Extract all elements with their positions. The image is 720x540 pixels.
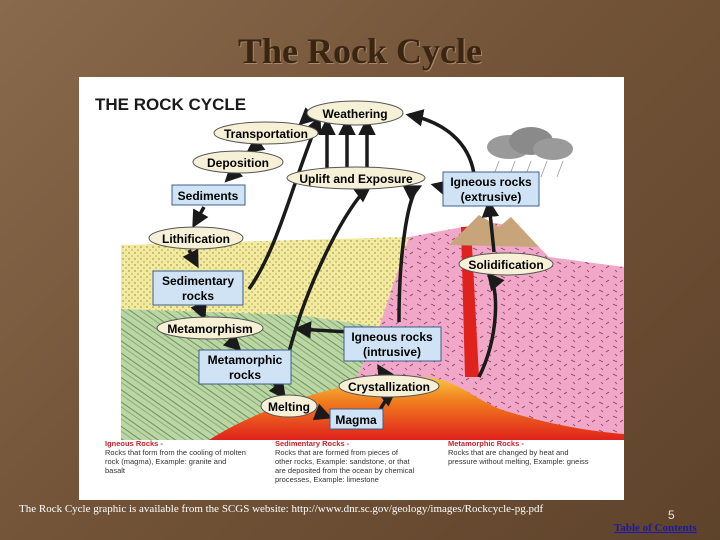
arrow-sedrocks-to-metamorphism (190, 300, 207, 321)
arrow-metrocks-to-melting (268, 380, 287, 400)
arrow-lithification-to-sedrocks (182, 248, 199, 269)
label-igneous-extrusive-2: (extrusive) (461, 190, 522, 204)
arrow-intrusive-to-metamorphism (293, 321, 350, 339)
label-igneous-intrusive-1: Igneous rocks (351, 330, 433, 344)
legend-metamorphic-l1: Rocks that are changed by heat and (448, 448, 569, 457)
label-sedimentary-2: rocks (182, 289, 214, 303)
label-crystallization: Crystallization (348, 380, 430, 394)
legend-sedimentary: Sedimentary Rocks - Rocks that are forme… (275, 439, 415, 484)
label-transportation: Transportation (224, 127, 308, 141)
table-of-contents-link[interactable]: Table of Contents (614, 522, 697, 534)
label-solidification: Solidification (468, 258, 543, 272)
label-metamorphic-1: Metamorphic (208, 353, 283, 367)
arrow-crystallization-to-intrusive (377, 364, 394, 384)
diagram-heading: THE ROCK CYCLE (95, 95, 246, 114)
legend-sedimentary-title: Sedimentary Rocks - (275, 439, 350, 448)
diagram-labels: Weathering Transportation Deposition Upl… (148, 100, 554, 430)
magma-region (209, 377, 624, 440)
legend-sedimentary-l2: other rocks, Example: sandstone, or that (275, 457, 411, 466)
label-weathering: Weathering (322, 107, 387, 121)
label-sedimentary-1: Sedimentary (162, 274, 234, 288)
legend-sedimentary-l4: processes, Example: limestone (275, 475, 379, 484)
label-igneous-extrusive-1: Igneous rocks (450, 175, 532, 189)
legend: Igneous Rocks - Rocks that form from the… (105, 439, 589, 484)
legend-metamorphic-title: Metamorphic Rocks - (448, 439, 524, 448)
legend-metamorphic: Metamorphic Rocks - Rocks that are chang… (448, 439, 589, 466)
arrow-sedrocks-to-weathering (247, 115, 322, 291)
legend-igneous-title: Igneous Rocks - (105, 439, 163, 448)
arrow-extrusive-to-uplift (430, 179, 450, 197)
label-magma: Magma (335, 413, 377, 427)
label-metamorphic-2: rocks (229, 368, 261, 382)
label-metamorphism: Metamorphism (167, 322, 252, 336)
arrow-sediments-to-lithification (192, 206, 209, 229)
legend-sedimentary-l1: Rocks that are formed from pieces of (275, 448, 399, 457)
legend-metamorphic-l2: pressure without melting, Example: gneis… (448, 457, 589, 466)
label-sediments: Sediments (178, 189, 239, 203)
arrow-metamorphism-to-metrocks (222, 332, 242, 352)
legend-igneous-l2: rock (magma), Example: granite and (105, 457, 226, 466)
mountain (449, 215, 539, 247)
page-number: 5 (668, 508, 675, 522)
rain-cloud-icon (487, 127, 573, 178)
arrow-magma-to-solidification (477, 272, 505, 378)
label-melting: Melting (268, 400, 310, 414)
image-source-caption: The Rock Cycle graphic is available from… (19, 503, 544, 515)
legend-igneous: Igneous Rocks - Rocks that form from the… (105, 439, 246, 475)
label-deposition: Deposition (207, 156, 269, 170)
rock-cycle-diagram: THE ROCK CYCLE Weathering Transportation… (79, 77, 624, 500)
arrow-extrusive-to-weathering (405, 109, 476, 175)
arrow-solidification-to-extrusive (481, 199, 500, 253)
legend-igneous-l1: Rocks that form from the cooling of molt… (105, 448, 246, 457)
label-igneous-intrusive-2: (intrusive) (363, 345, 421, 359)
arrow-metamorphic-to-uplift (287, 184, 372, 353)
arrow-intrusive-to-uplift (397, 185, 423, 323)
label-lithification: Lithification (162, 232, 230, 246)
label-uplift: Uplift and Exposure (299, 172, 413, 186)
arrow-melting-to-magma (312, 403, 333, 421)
slide-title: The Rock Cycle (238, 31, 482, 71)
legend-igneous-l3: basalt (105, 466, 126, 475)
legend-sedimentary-l3: are deposited from the ocean by chemical (275, 466, 415, 475)
